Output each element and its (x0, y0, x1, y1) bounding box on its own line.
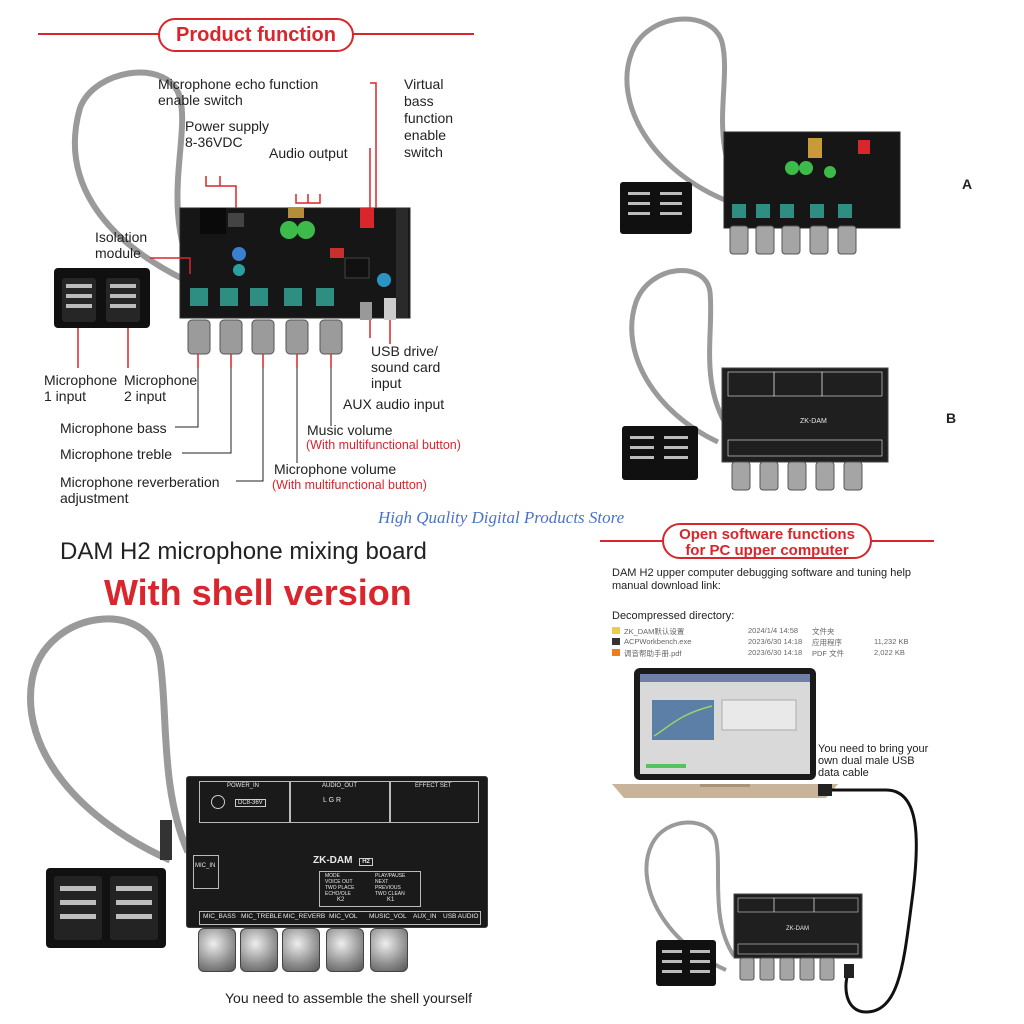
software-badge: Open software functions for PC upper com… (662, 523, 872, 559)
lgr-silk: L G R (323, 797, 342, 804)
power-in-silk: POWER_IN (227, 783, 260, 789)
laptop-illustration (612, 668, 838, 798)
main-subtitle: With shell version (104, 572, 412, 613)
mic-echo-label: Microphone echo function enable switch (158, 76, 319, 108)
audio-output-label: Audio output (269, 145, 348, 161)
mic-in-silk: MIC_IN (195, 863, 216, 869)
output-cap-2 (297, 221, 315, 239)
product-function-badge: Product function (158, 18, 354, 52)
mic-cable (71, 69, 198, 283)
shell-cable (27, 615, 192, 864)
knob-label-0: MIC_BASS (203, 913, 236, 920)
mic-bass-label: Microphone bass (60, 420, 167, 436)
file-name-1: ACPWorkbench.exe (624, 637, 692, 646)
power-jack-icon (211, 795, 225, 809)
isolation-module-label: Isolation module (95, 229, 148, 261)
usb-cable (830, 788, 918, 1014)
dc-silk: DC8-36V (235, 799, 266, 807)
knob-label-1: MIC_TREBLE (241, 913, 282, 920)
shell-box: POWER_IN DC8-36V AUDIO_OUT L G R EFFECT … (186, 776, 488, 928)
file-row-2[interactable]: 调音帮助手册.pdf 2023/6/30 14:18 PDF 文件 2,022 … (612, 648, 912, 659)
knob-mic-bass[interactable] (198, 928, 236, 972)
mode-left-0: MODE (325, 873, 340, 879)
mode-left-2: TWO PLACE (325, 885, 355, 891)
mic-reverb-label: Microphone reverberation adjustment (60, 474, 220, 506)
mode-right-1: NEXT (375, 879, 389, 885)
shell-jack-block (46, 868, 166, 948)
file-size-1: 11,232 KB (874, 637, 909, 646)
variant-b-brand: ZK-DAM (800, 418, 827, 425)
folder-icon (612, 627, 620, 634)
knob-label-5: AUX_IN (413, 913, 437, 920)
knob-label-6: USB AUDIO (443, 913, 479, 920)
mode-right-0: PLAY/PAUSE (375, 873, 406, 879)
exe-icon (612, 638, 620, 645)
file-date-0: 2024/1/4 14:58 (748, 626, 799, 635)
usb-port (384, 298, 396, 320)
aux-jack (360, 302, 372, 320)
brand-model: H2 (359, 858, 373, 866)
bare-board-illustration (54, 69, 411, 368)
variant-b-illustration (622, 268, 889, 491)
pdf-icon (612, 649, 620, 656)
bottom-board-brand: ZK-DAM (786, 926, 809, 932)
mode-right-2: PREVIOUS (375, 885, 401, 891)
knob-mic-vol[interactable] (326, 928, 364, 972)
virtual-bass-label: Virtual bass function enable switch (404, 76, 454, 160)
file-type-0: 文件夹 (812, 627, 835, 636)
store-watermark: High Quality Digital Products Store (378, 508, 625, 527)
mode-right-3: TWO CLEAN (375, 891, 405, 897)
file-name-0: ZK_DAM默认设置 (624, 627, 685, 636)
mic1-input-label: Microphone 1 input (44, 372, 118, 404)
echo-switch (360, 208, 374, 228)
software-title: Open software functions for PC upper com… (679, 526, 855, 559)
mic2-input-label: Microphone 2 input (124, 372, 198, 404)
mic-treble-label: Microphone treble (60, 446, 173, 462)
usb-note: You need to bring your own dual male USB… (818, 743, 929, 779)
knob-label-3: MIC_VOL (329, 913, 358, 920)
file-name-2: 调音帮助手册.pdf (624, 649, 682, 658)
file-type-1: 应用程序 (812, 638, 842, 647)
knob-mic-treble[interactable] (240, 928, 278, 972)
file-row-0[interactable]: ZK_DAM默认设置 2024/1/4 14:58 文件夹 (612, 626, 912, 637)
software-desc: DAM H2 upper computer debugging software… (612, 567, 912, 592)
aux-input-label: AUX audio input (343, 396, 445, 412)
variant-a-label: A (962, 176, 973, 192)
knob-music-vol[interactable] (370, 928, 408, 972)
mode-left-1: VOICE OUT (325, 879, 353, 885)
k1-silk: K1 (387, 897, 395, 903)
knob-mic-reverb[interactable] (282, 928, 320, 972)
file-date-1: 2023/6/30 14:18 (748, 637, 803, 646)
power-supply-label: Power supply 8-36VDC (185, 118, 270, 150)
knob-label-4: MUSIC_VOL (369, 913, 407, 920)
file-size-2: 2,022 KB (874, 648, 905, 657)
variant-a-illustration (620, 16, 901, 255)
usb-cable-and-board (644, 784, 918, 1014)
brand-name: ZK-DAM (313, 855, 353, 866)
knob-leader-lines (175, 368, 332, 482)
knob-label-2: MIC_REVERB (283, 913, 326, 920)
variant-b-label: B (946, 410, 957, 426)
dir-label: Decompressed directory: (612, 610, 735, 622)
audio-out-silk: AUDIO_OUT (322, 783, 358, 789)
dc-jack (200, 208, 226, 234)
k2-silk: K2 (337, 897, 345, 903)
output-cap-1 (280, 221, 298, 239)
assemble-caption: You need to assemble the shell yourself (225, 990, 472, 1006)
file-type-2: PDF 文件 (812, 649, 845, 658)
main-title: DAM H2 microphone mixing board (60, 538, 427, 565)
mic-volume-note: (With multifunctional button) (272, 478, 427, 492)
file-date-2: 2023/6/30 14:18 (748, 648, 803, 657)
music-volume-label: Music volume (307, 422, 393, 438)
usb-drive-label: USB drive/ sound card input (371, 343, 441, 391)
mic-volume-label: Microphone volume (274, 461, 397, 477)
effect-set-silk: EFFECT SET (415, 783, 452, 789)
product-function-title: Product function (176, 24, 336, 46)
shell-brand: ZK-DAM H2 (313, 855, 373, 866)
music-volume-note: (With multifunctional button) (306, 438, 461, 452)
mode-left-3: ECHO/OLE (325, 891, 351, 897)
file-row-1[interactable]: ACPWorkbench.exe 2023/6/30 14:18 应用程序 11… (612, 637, 912, 648)
